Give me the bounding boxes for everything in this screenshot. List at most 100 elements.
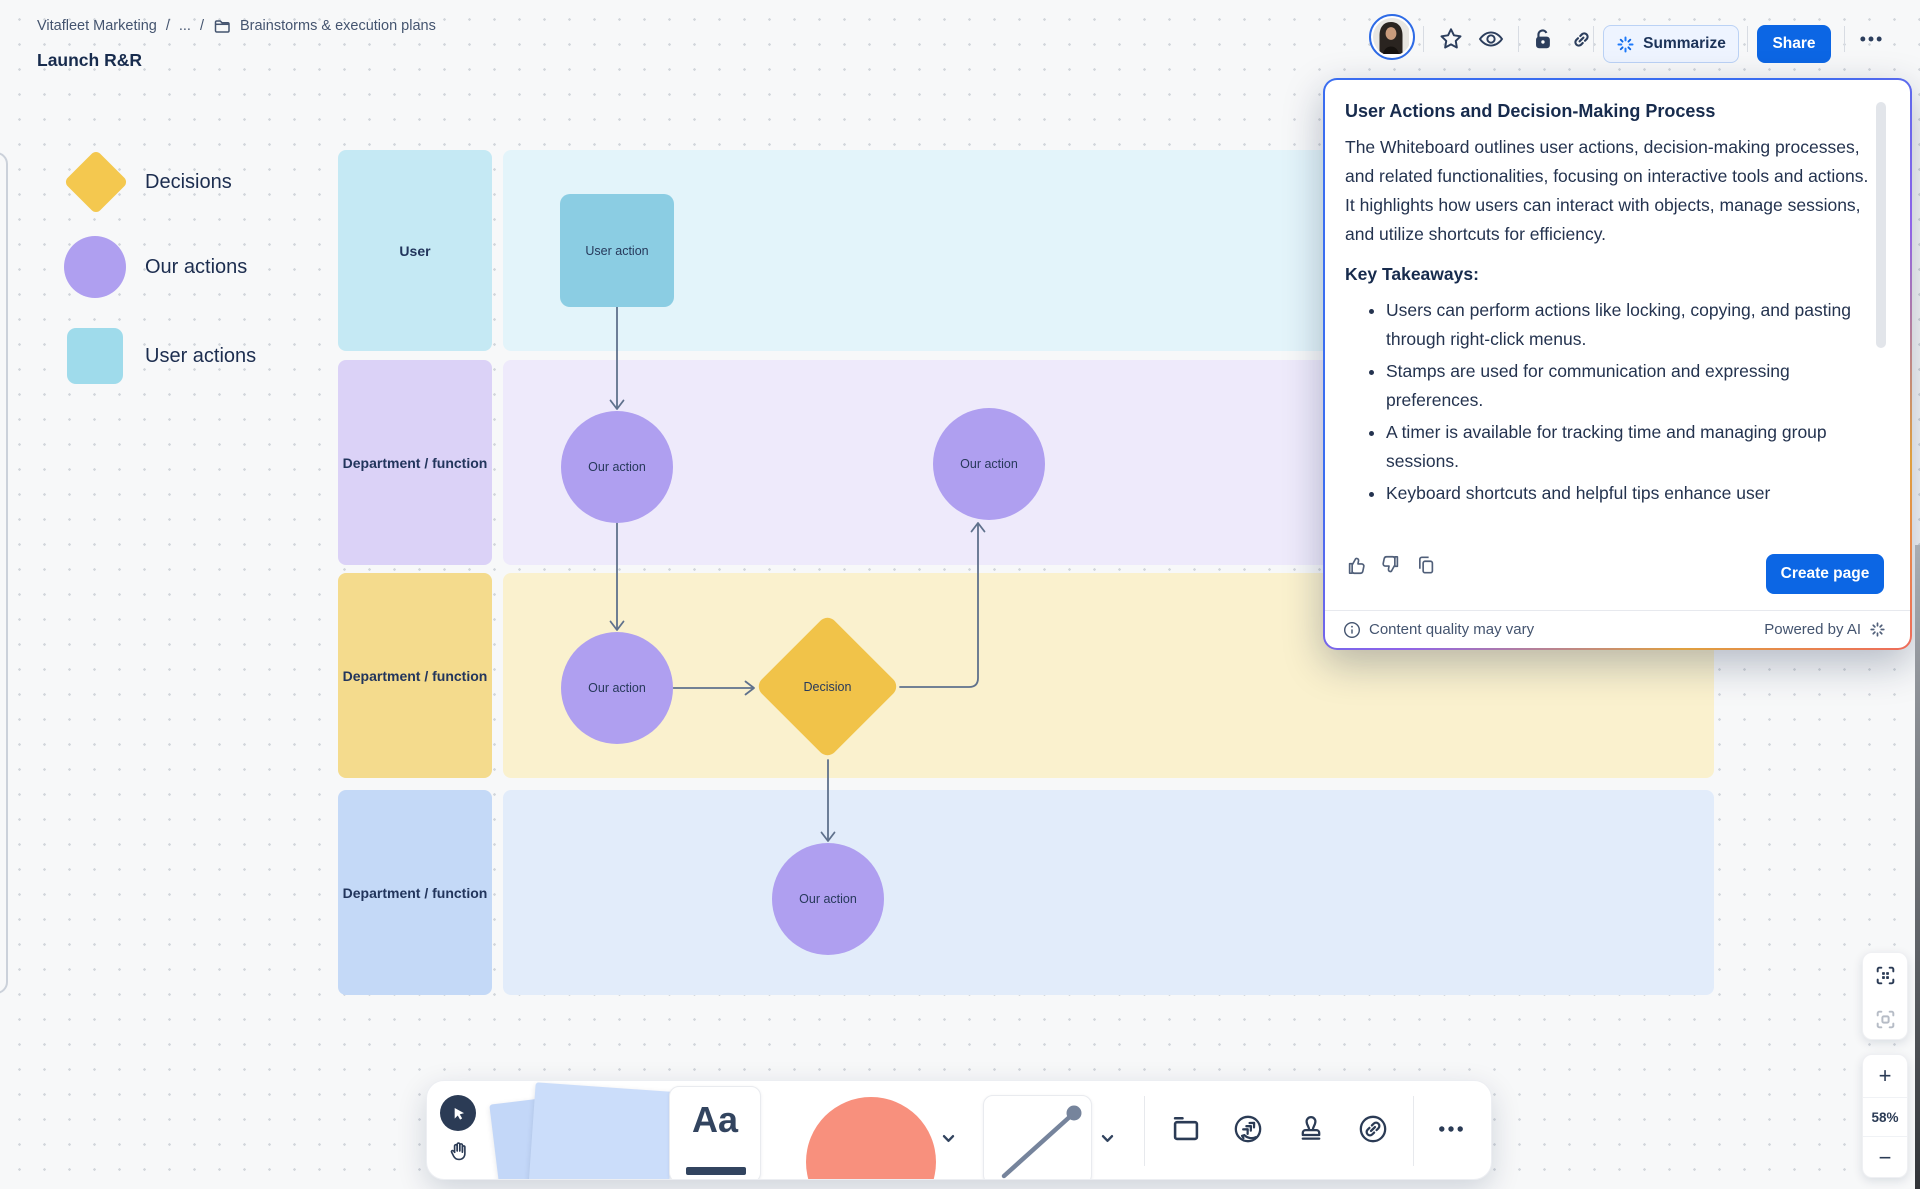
fit-to-screen-button[interactable] — [1863, 953, 1907, 997]
unlock-icon[interactable] — [1527, 24, 1557, 54]
frame-tool-icon[interactable] — [1169, 1112, 1203, 1146]
lane-label: Department / function — [342, 454, 488, 471]
zoom-out-button[interactable]: − — [1863, 1137, 1907, 1179]
divider — [1747, 26, 1748, 52]
quality-note: Content quality may vary — [1369, 621, 1535, 638]
chevron-down-icon[interactable] — [1100, 1131, 1115, 1146]
breadcrumb-separator: / — [165, 18, 170, 34]
zoom-in-label: + — [1878, 1063, 1892, 1088]
chevron-down-icon[interactable] — [941, 1131, 956, 1146]
divider — [1863, 1097, 1907, 1098]
link-tool-icon[interactable] — [1356, 1112, 1390, 1146]
info-icon — [1343, 621, 1361, 639]
ai-summary-inner: User Actions and Decision-Making Process… — [1325, 80, 1910, 648]
breadcrumb-collapsed[interactable]: ... — [178, 18, 191, 34]
lane-header-dept-2[interactable]: Department / function — [338, 573, 492, 778]
lane-header-user[interactable]: User — [338, 150, 492, 351]
divider — [1593, 26, 1594, 52]
node-label: Our action — [799, 892, 857, 906]
scrollbar-thumb[interactable] — [1876, 102, 1886, 348]
more-menu-icon[interactable] — [1856, 24, 1886, 54]
ai-takeaway-item: A timer is available for tracking time a… — [1386, 418, 1874, 476]
avatar[interactable] — [1369, 14, 1415, 60]
ai-summary-content: User Actions and Decision-Making Process… — [1325, 80, 1910, 530]
page-title: Launch R&R — [37, 50, 142, 70]
node-label: Decision — [803, 679, 852, 694]
breadcrumb-space[interactable]: Vitafleet Marketing — [37, 18, 157, 34]
avatar-photo — [1373, 18, 1411, 56]
folder-icon — [213, 17, 231, 35]
lane-label: Department / function — [342, 884, 488, 901]
ai-sparkle-icon — [1616, 35, 1635, 54]
link-icon[interactable] — [1566, 24, 1596, 54]
breadcrumb-separator: / — [199, 18, 204, 34]
lane-label: User — [399, 242, 431, 259]
legend-label-decisions: Decisions — [145, 171, 232, 193]
divider — [1423, 26, 1424, 52]
ai-takeaway-item: Keyboard shortcuts and helpful tips enha… — [1386, 479, 1874, 508]
summarize-button[interactable]: Summarize — [1603, 25, 1739, 63]
ai-takeaways-heading: Key Takeaways: — [1345, 264, 1479, 284]
summarize-label: Summarize — [1643, 35, 1726, 52]
powered-by-label: Powered by AI — [1764, 621, 1861, 638]
breadcrumb-page[interactable]: Brainstorms & execution plans — [239, 18, 436, 34]
thumbs-down-icon[interactable] — [1380, 554, 1402, 576]
share-button[interactable]: Share — [1757, 25, 1831, 63]
ai-summary-paragraph: The Whiteboard outlines user actions, de… — [1345, 137, 1869, 244]
legend-square-shape[interactable] — [67, 328, 123, 384]
ai-summary-panel: User Actions and Decision-Making Process… — [1323, 78, 1912, 650]
stamp-tool-icon[interactable] — [1294, 1112, 1328, 1146]
text-tool-underline — [686, 1167, 746, 1175]
screen-edge-strip — [1915, 545, 1920, 1189]
text-tool[interactable]: Aa — [669, 1086, 761, 1179]
node-our-action-2[interactable]: Our action — [561, 632, 673, 744]
zoom-controls: + 58% − — [1862, 1054, 1908, 1178]
divider — [1144, 1096, 1145, 1166]
toolbar-more-icon[interactable] — [1434, 1112, 1468, 1146]
share-label: Share — [1772, 35, 1816, 52]
divider — [1863, 1136, 1907, 1137]
pan-hand-tool[interactable] — [447, 1139, 473, 1165]
node-our-action-4[interactable]: Our action — [772, 843, 884, 955]
legend-label-user-actions: User actions — [145, 345, 257, 367]
view-controls — [1862, 952, 1908, 1040]
divider — [1325, 610, 1910, 611]
legend-circle-shape[interactable] — [64, 236, 126, 298]
cursor-icon — [450, 1105, 467, 1122]
ai-takeaway-item: Stamps are used for communication and ex… — [1386, 357, 1874, 415]
laser-pointer-icon[interactable] — [1231, 1112, 1265, 1146]
node-our-action-3[interactable]: Our action — [933, 408, 1045, 520]
select-tool[interactable] — [440, 1095, 476, 1131]
divider — [1518, 26, 1519, 52]
legend-label-our-actions: Our actions — [145, 256, 248, 278]
divider — [1413, 1096, 1414, 1166]
connector-tool[interactable] — [983, 1095, 1092, 1179]
whiteboard-toolbar: Aa — [426, 1080, 1492, 1180]
shape-tool[interactable] — [806, 1097, 936, 1179]
create-page-label: Create page — [1780, 565, 1870, 582]
lane-body-dept-3[interactable] — [503, 790, 1714, 995]
node-label: User action — [585, 243, 649, 258]
zoom-to-selection-button[interactable] — [1863, 997, 1907, 1041]
node-label: Our action — [960, 457, 1018, 471]
eye-icon[interactable] — [1476, 24, 1506, 54]
sticky-note-tool[interactable] — [524, 1082, 676, 1179]
lane-header-dept-1[interactable]: Department / function — [338, 360, 492, 565]
ai-takeaway-item: Users can perform actions like locking, … — [1386, 296, 1874, 354]
ai-summary-title: User Actions and Decision-Making Process — [1345, 101, 1716, 121]
lane-header-dept-3[interactable]: Department / function — [338, 790, 492, 995]
thumbs-up-icon[interactable] — [1345, 554, 1367, 576]
node-our-action-1[interactable]: Our action — [561, 411, 673, 523]
zoom-in-button[interactable]: + — [1863, 1055, 1907, 1097]
node-label: Our action — [588, 460, 646, 474]
zoom-out-label: − — [1878, 1145, 1892, 1170]
star-icon[interactable] — [1436, 24, 1466, 54]
copy-icon[interactable] — [1415, 554, 1437, 576]
create-page-button[interactable]: Create page — [1766, 554, 1884, 594]
zoom-level[interactable]: 58% — [1871, 1109, 1899, 1125]
ai-panel-footer: Content quality may vary Powered by AI — [1325, 611, 1910, 648]
node-user-action[interactable]: User action — [560, 194, 674, 307]
breadcrumb: Vitafleet Marketing / ... / Brainstorms … — [37, 17, 436, 35]
